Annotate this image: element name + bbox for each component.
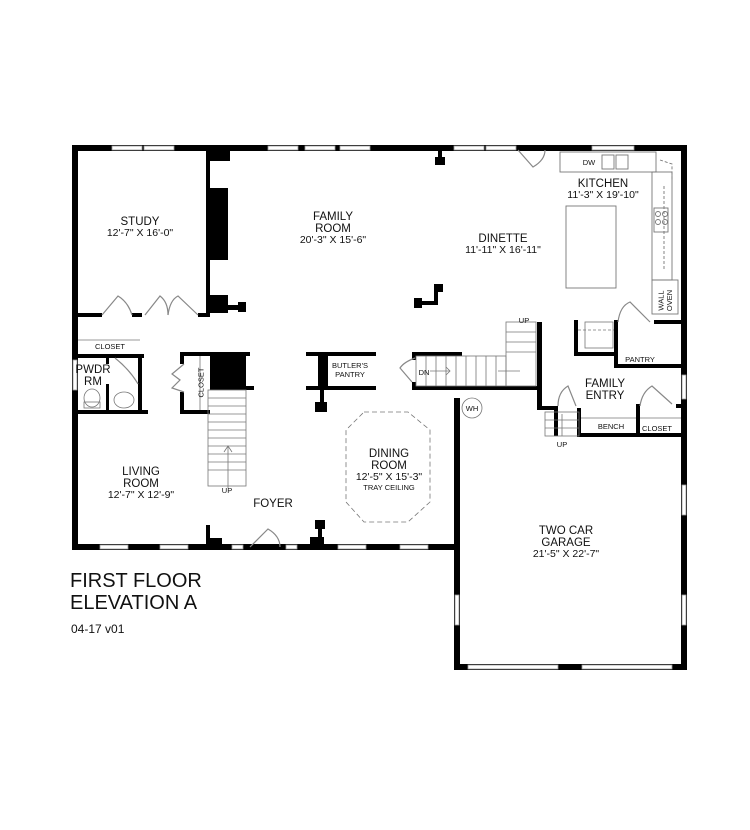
- room-name: FOYER: [253, 498, 293, 510]
- room-name: STUDY: [120, 216, 160, 228]
- room-family: FAMILY ROOM 20'-3" X 15'-6": [300, 211, 366, 246]
- rear-stair-up-label: UP: [518, 316, 530, 325]
- room-name: PWDR: [75, 364, 111, 376]
- room-name: ROOM: [123, 478, 159, 491]
- room-name: RM: [84, 376, 102, 389]
- room-family-entry: FAMILY ENTRY: [585, 378, 625, 402]
- room-dining: DINING ROOM 12'-5" X 15'-3" TRAY CEILING: [356, 448, 422, 492]
- room-name: ROOM: [371, 460, 407, 473]
- room-dims: 20'-3" X 15'-6": [299, 234, 367, 247]
- stairs: [78, 321, 681, 523]
- room-dims: 12'-7" X 16'-0": [106, 227, 174, 240]
- pantry-label: PANTRY: [625, 355, 655, 364]
- room-dims: 12'-5" X 15'-3": [355, 471, 423, 484]
- room-dims: 11'-11" X 16'-11": [465, 244, 541, 257]
- room-name: KITCHEN: [577, 178, 629, 190]
- room-name: DINETTE: [478, 233, 528, 245]
- plan-title-line2: ELEVATION A: [70, 592, 198, 614]
- kitchen-fixtures: [559, 151, 679, 315]
- windows: [72, 145, 687, 670]
- plan-title: FIRST FLOOR ELEVATION A: [70, 570, 202, 614]
- room-dims: 21'-5" X 22'-7": [532, 548, 600, 561]
- plan-title-line1: FIRST FLOOR: [70, 570, 202, 592]
- study-closet-label: CLOSET: [94, 342, 126, 351]
- entry-closet-label: CLOSET: [641, 424, 673, 433]
- bench-label: BENCH: [597, 422, 625, 431]
- interior-walls: [72, 145, 686, 550]
- room-name: ENTRY: [585, 390, 625, 403]
- room-dims: 11'-3" X 19'-10": [567, 189, 639, 202]
- dishwasher-label: DW: [582, 158, 596, 167]
- room-name: TWO CAR: [538, 525, 594, 537]
- room-name: DINING: [368, 448, 410, 460]
- garage-stair-up-label: UP: [556, 440, 568, 449]
- room-name: FAMILY: [312, 211, 354, 223]
- room-study: STUDY 12'-7" X 16'-0": [107, 216, 173, 239]
- room-note: TRAY CEILING: [363, 483, 415, 493]
- room-dinette: DINETTE 11'-11" X 16'-11": [465, 233, 541, 256]
- room-name: LIVING: [122, 466, 160, 478]
- main-stair-up-label: UP: [221, 486, 233, 495]
- room-name: ROOM: [315, 223, 351, 236]
- butlers-pantry-label: BUTLER'S: [331, 361, 369, 370]
- wall-oven-label-2: OVEN: [665, 289, 675, 312]
- room-kitchen: KITCHEN 11'-3" X 19'-10": [567, 178, 638, 201]
- doors: [101, 149, 673, 548]
- room-name: GARAGE: [541, 537, 591, 550]
- room-powder: PWDR RM: [75, 364, 110, 388]
- foyer-closet-label: CLOSET: [196, 367, 206, 398]
- room-dims: 12'-7" X 12'-9": [107, 489, 175, 502]
- plan-version: 04-17 v01: [71, 622, 125, 636]
- room-garage: TWO CAR GARAGE 21'-5" X 22'-7": [533, 525, 599, 560]
- butlers-pantry-label-2: PANTRY: [335, 370, 365, 379]
- water-heater-label: WH: [465, 404, 479, 413]
- room-name: FAMILY: [584, 378, 626, 390]
- room-foyer: FOYER: [253, 498, 293, 510]
- rear-stair-dn-label: DN: [418, 368, 430, 377]
- room-living: LIVING ROOM 12'-7" X 12'-9": [108, 466, 174, 501]
